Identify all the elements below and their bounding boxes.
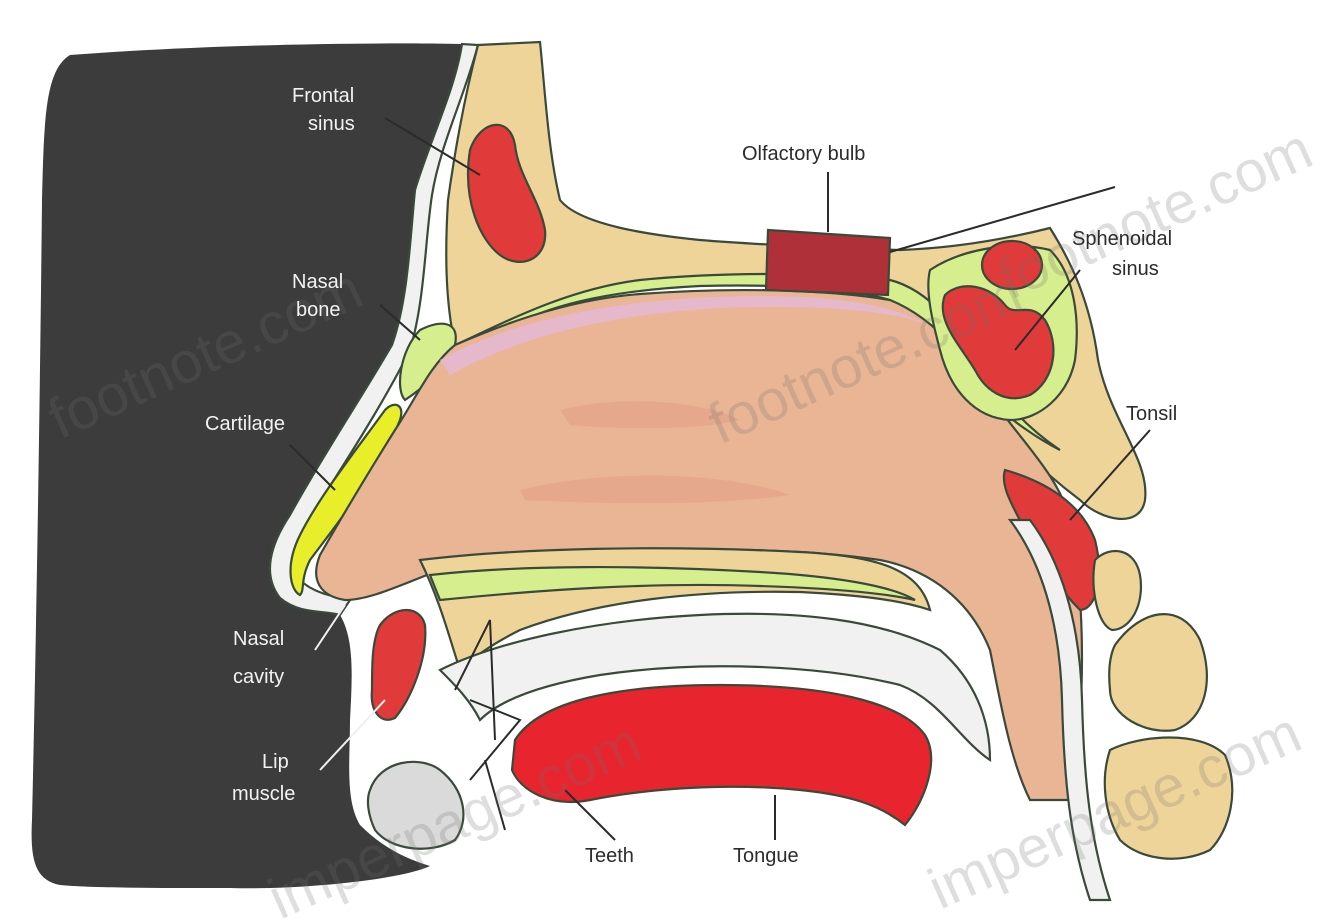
label-lip-muscle-line1: Lip bbox=[262, 751, 289, 773]
lip-shape bbox=[372, 610, 426, 720]
label-sphenoidal-sinus-line2: sinus bbox=[1112, 258, 1159, 280]
label-teeth: Teeth bbox=[585, 845, 634, 867]
label-lip-muscle-line2: muscle bbox=[232, 783, 295, 805]
vertebra-2 bbox=[1109, 614, 1207, 731]
label-frontal-sinus-line2: sinus bbox=[308, 113, 355, 135]
watermark: footnote.com bbox=[989, 116, 1322, 312]
vertebra-1 bbox=[1094, 551, 1141, 630]
label-tongue: Tongue bbox=[733, 845, 799, 867]
label-sphenoidal-sinus-line1: Sphenoidal bbox=[1072, 228, 1172, 250]
label-olfactory-bulb: Olfactory bulb bbox=[742, 143, 865, 165]
label-frontal-sinus-line1: Frontal bbox=[292, 85, 354, 107]
label-nasal-cavity-line1: Nasal bbox=[233, 628, 284, 650]
label-cartilage: Cartilage bbox=[205, 413, 285, 435]
label-nasal-bone-line2: bone bbox=[296, 299, 341, 321]
olfactory-bulb-shape bbox=[766, 230, 890, 295]
label-tonsil: Tonsil bbox=[1126, 403, 1177, 425]
label-nasal-cavity-line2: cavity bbox=[233, 666, 284, 688]
label-nasal-bone-line1: Nasal bbox=[292, 271, 343, 293]
